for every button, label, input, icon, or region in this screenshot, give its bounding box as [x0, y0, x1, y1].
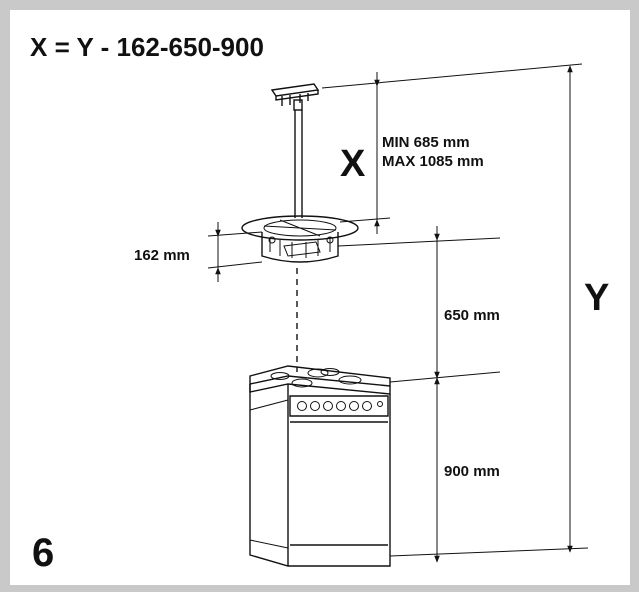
ceiling-mount-bracket: [270, 83, 320, 111]
figure-panel: [10, 10, 630, 585]
hood-height-label: 162 mm: [134, 247, 190, 264]
extension-pole: [294, 110, 303, 218]
y-symbol-label: Y: [584, 277, 609, 319]
figure-number: 6: [32, 531, 54, 575]
hood-to-cooktop-label: 650 mm: [444, 307, 500, 324]
formula-title: X = Y - 162-650-900: [30, 32, 264, 62]
min-length-label: MIN 685 mm: [382, 134, 470, 151]
x-symbol-label: X: [340, 143, 366, 185]
cooktop-height-label: 900 mm: [444, 463, 500, 480]
reference-lines: [207, 63, 589, 557]
max-length-label: MAX 1085 mm: [382, 153, 484, 170]
cooker-hood-unit: [241, 215, 359, 263]
stove-appliance: [249, 365, 391, 567]
